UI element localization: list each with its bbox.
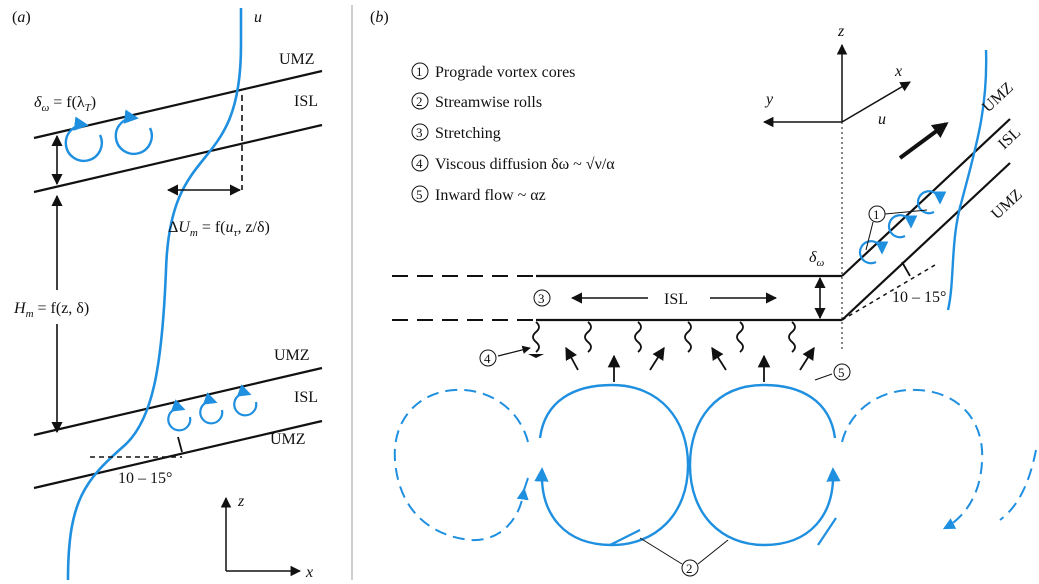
b-umz-lower-label: UMZ: [988, 186, 1026, 223]
marker-4-leader: [497, 345, 531, 357]
panel-a-u-label: u: [254, 9, 262, 26]
vortex-core-icon: [199, 392, 224, 425]
roll-far-right-dashed-tail: [999, 449, 1037, 521]
vortex-core-icon: [233, 384, 258, 417]
roll-right-circle: [688, 383, 841, 547]
umz-top-label: UMZ: [279, 51, 315, 68]
panel-b-label: (b): [370, 9, 389, 26]
svg-text:Streamwise rolls: Streamwise rolls: [435, 94, 542, 111]
legend-item: 1 Prograde vortex cores: [411, 62, 575, 81]
inward-flow-arrows: [565, 346, 815, 382]
b-u-label: u: [878, 111, 886, 128]
vortex-core-icon: [167, 399, 192, 432]
marker-1-leader-left: [865, 221, 874, 251]
b-angle-label: 10 – 15°: [892, 289, 946, 306]
svg-text:1: 1: [873, 207, 880, 222]
lower-layer-bottom-line: [33, 419, 323, 490]
marker-1-leader-right: [884, 209, 928, 215]
vortex-core-icon: [887, 214, 918, 239]
inclined-layer-lower-line: [841, 162, 1011, 321]
vortex-core-icon: [64, 116, 103, 163]
b-x-axis-arrow: [841, 81, 911, 123]
marker-5: 5: [833, 363, 851, 381]
roll-right-tail: [817, 517, 837, 546]
diffusion-arrows: [528, 321, 796, 358]
roll-left-tail: [609, 529, 641, 546]
roll-far-left-tail: [523, 477, 529, 491]
marker-5-leader: [814, 373, 833, 381]
umz-bottom-label: UMZ: [270, 431, 306, 448]
svg-text:1: 1: [416, 64, 423, 79]
svg-text:Prograde vortex cores: Prograde vortex cores: [435, 64, 575, 81]
velocity-profile-curve: [66, 8, 243, 581]
panel-a-label: (a): [12, 9, 31, 26]
b-axis-z-label: z: [837, 23, 845, 40]
svg-text:5: 5: [838, 365, 845, 380]
delta-u-label: ΔUm = f(uτ, z/δ): [168, 219, 270, 239]
axis-z-label: z: [237, 493, 245, 510]
vortex-core-icon: [916, 190, 947, 215]
panel-a: (a) u UMZ ISL UMZ ISL UMZ δω = f(λT) ΔUm…: [12, 8, 323, 581]
roll-far-right-dashed: [841, 388, 984, 530]
marker-4: 4: [479, 349, 497, 367]
b-angle-tick: [901, 261, 911, 277]
svg-text:Inward flow ~ αz: Inward flow ~ αz: [435, 187, 546, 204]
legend-item: 3 Stretching: [411, 123, 501, 142]
marker-2-leader-left: [639, 537, 683, 565]
isl-bottom-label: ISL: [294, 389, 318, 406]
svg-text:Viscous diffusion δω ~ √ν/α: Viscous diffusion δω ~ √ν/α: [435, 156, 615, 173]
isl-center-marker: 3: [533, 289, 551, 307]
isl-top-label: ISL: [294, 93, 318, 110]
b-u-direction-arrow: [898, 122, 949, 160]
angle-label: 10 – 15°: [118, 470, 172, 487]
marker-1: 1: [868, 205, 886, 223]
b-velocity-profile-curve: [946, 49, 988, 311]
legend-item: 5 Inward flow ~ αz: [411, 185, 546, 204]
legend-item: 4 Viscous diffusion δω ~ √ν/α: [411, 154, 615, 173]
b-angle-dashed: [841, 264, 936, 321]
legend: 1 Prograde vortex cores 2 Streamwise rol…: [411, 62, 615, 204]
roll-far-left-dashed: [393, 388, 529, 542]
angle-tick: [177, 436, 183, 453]
legend-item: 2 Streamwise rolls: [411, 92, 542, 111]
marker-2: 2: [681, 559, 699, 577]
roll-left-circle: [534, 383, 690, 547]
isl-center-label: ISL: [664, 291, 688, 308]
b-axis-x-label: x: [894, 63, 902, 80]
vortex-core-icon: [858, 240, 889, 265]
umz-mid-label: UMZ: [274, 347, 310, 364]
svg-text:5: 5: [416, 187, 423, 202]
inclined-layer-upper-line: [841, 118, 1011, 277]
svg-text:4: 4: [416, 156, 423, 171]
svg-text:Stretching: Stretching: [435, 125, 501, 142]
b-delta-omega-label: δω: [809, 249, 824, 269]
b-axis-y-label: y: [764, 91, 774, 108]
svg-text:3: 3: [416, 125, 423, 140]
axis-x-label: x: [305, 564, 313, 581]
lower-layer-top-line: [33, 366, 323, 437]
panel-b: (b) 1 Prograde vortex cores 2 Streamwise…: [370, 9, 1037, 577]
svg-text:3: 3: [538, 291, 545, 306]
svg-text:2: 2: [416, 94, 423, 109]
marker-2-leader-right: [697, 539, 729, 565]
delta-omega-label: δω = f(λT): [34, 94, 96, 114]
vortex-core-icon: [114, 109, 153, 156]
svg-text:4: 4: [484, 351, 491, 366]
svg-text:2: 2: [686, 561, 693, 576]
upper-layer-bottom-line: [33, 123, 323, 194]
